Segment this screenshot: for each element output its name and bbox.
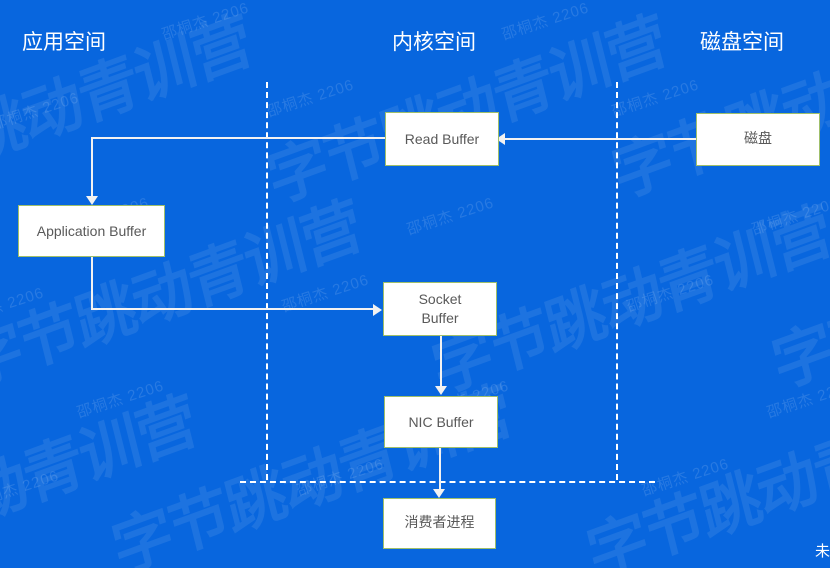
node-socket-buffer[interactable]: Socket Buffer (383, 282, 497, 336)
watermark-big: 字节跳动青训营 (580, 377, 830, 568)
watermark-small: 邵桐杰 2206 (0, 284, 47, 329)
watermark-small: 邵桐杰 2206 (294, 455, 387, 500)
watermark-small: 邵桐杰 2206 (0, 89, 82, 134)
section-title-disk-space: 磁盘空间 (700, 30, 784, 54)
edge-socket-buffer-to-nic-buffer-line (440, 336, 442, 388)
watermark-small: 邵桐杰 2206 (639, 455, 732, 500)
node-consumer-process[interactable]: 消费者进程 (383, 498, 496, 549)
watermark-small: 邵桐杰 2206 (624, 271, 717, 316)
divider-kernel-disk (616, 82, 618, 480)
watermark-small: 邵桐杰 2206 (404, 194, 497, 239)
edge-socket-buffer-to-nic-buffer-arrowhead (435, 386, 447, 395)
watermark-small: 邵桐杰 2206 (764, 377, 830, 422)
node-socket-buffer-line2: Buffer (421, 310, 459, 326)
edge-nic-buffer-to-consumer-arrowhead (433, 489, 445, 498)
edge-nic-buffer-to-consumer-line (439, 448, 441, 492)
section-title-app-space: 应用空间 (22, 30, 106, 54)
node-nic-buffer[interactable]: NIC Buffer (384, 396, 498, 448)
node-read-buffer[interactable]: Read Buffer (385, 112, 499, 166)
node-socket-buffer-line1: Socket (418, 291, 462, 307)
watermark-small: 邵桐杰 2206 (499, 0, 592, 44)
watermark-big: 字节跳动青训营 (0, 382, 203, 568)
watermark-small: 邵桐杰 2206 (749, 194, 830, 239)
watermark-small: 邵桐杰 2206 (74, 377, 167, 422)
section-title-kernel-space: 内核空间 (392, 30, 476, 54)
divider-kernel-user-bottom (240, 481, 655, 483)
edge-app-buffer-to-socket-buffer-h (91, 308, 374, 310)
watermark-small: 邵桐杰 2206 (609, 76, 702, 121)
node-disk[interactable]: 磁盘 (696, 113, 820, 166)
watermark-small: 邵桐杰 2206 (264, 76, 357, 121)
watermark-small: 邵桐杰 2206 (0, 467, 62, 512)
watermark-small: 邵桐杰 2206 (159, 0, 252, 44)
edge-disk-to-read-buffer-arrowhead (496, 133, 505, 145)
node-application-buffer[interactable]: Application Buffer (18, 205, 165, 257)
divider-app-kernel (266, 82, 268, 480)
watermark-big: 字节跳动青训营 (765, 187, 830, 403)
edge-read-buffer-to-app-buffer-h (91, 137, 385, 139)
edge-disk-to-read-buffer-line (505, 138, 696, 140)
edge-app-buffer-to-socket-buffer-arrowhead (373, 304, 382, 316)
edge-note-clipped: 未 (815, 542, 830, 560)
edge-read-buffer-to-app-buffer-arrowhead (86, 196, 98, 205)
edge-read-buffer-to-app-buffer-v (91, 137, 93, 199)
edge-app-buffer-to-socket-buffer-v (91, 257, 93, 310)
